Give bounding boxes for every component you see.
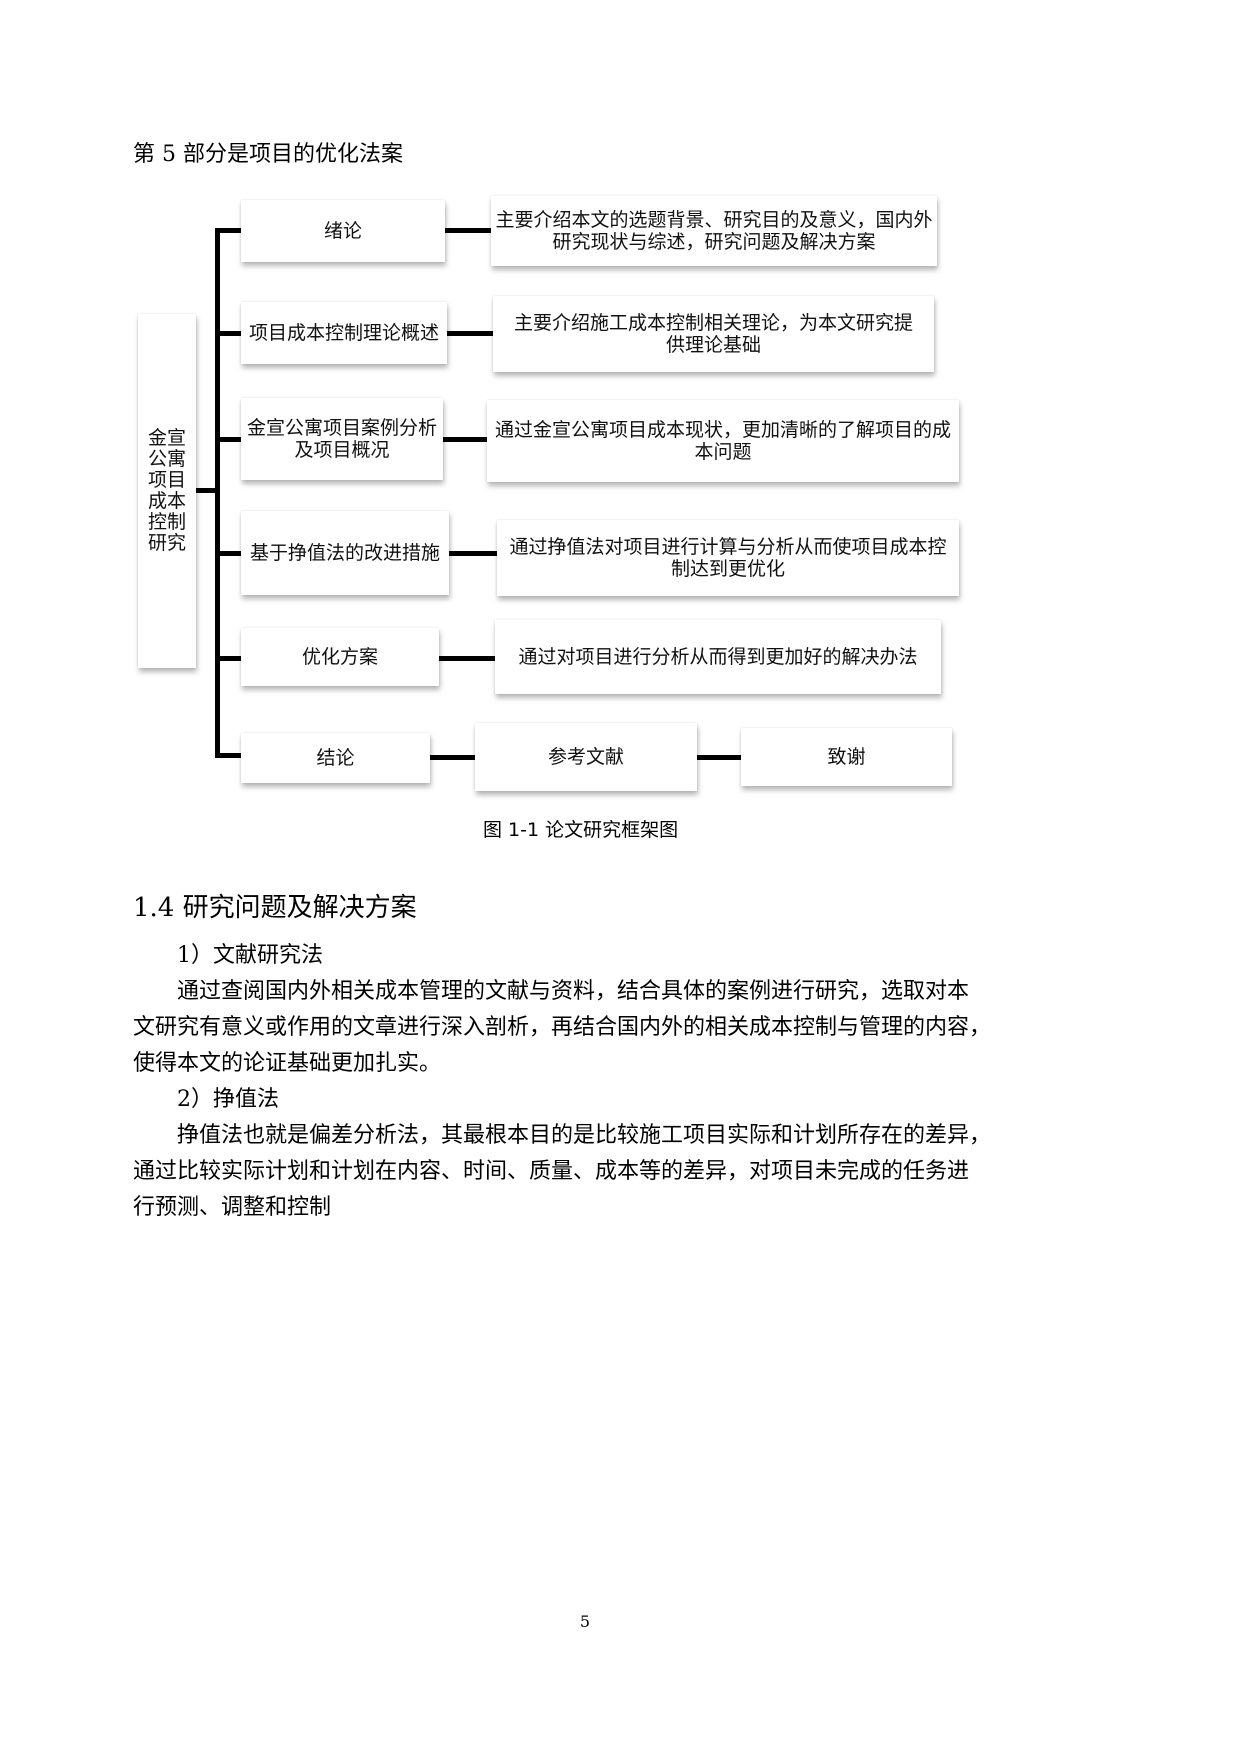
branch-connector: [215, 228, 241, 233]
final-label: 结论: [316, 747, 355, 769]
paragraph-line: 文研究有意义或作用的文章进行深入剖析，再结合国内外的相关成本控制与管理的内容，: [133, 1015, 992, 1040]
desc-text: 主要介绍本文的选题背景、研究目的及意义，国内外研究现状与综述，研究问题及解决方案: [495, 209, 933, 253]
paragraph-line: 通过查阅国内外相关成本管理的文献与资料，结合具体的案例进行研究，选取对本: [177, 979, 970, 1004]
branch-box-theory: 项目成本控制理论概述: [241, 302, 447, 364]
branch-box-case: 金宣公寓项目案例分析及项目概况: [241, 398, 443, 480]
root-box: 金宣公寓项目成本控制研究: [138, 314, 196, 668]
desc-text: 通过对项目进行分析从而得到更加好的解决办法: [518, 646, 918, 668]
final-box-acknowledgements: 致谢: [741, 728, 952, 786]
branch-connector: [215, 551, 241, 556]
desc-connector: [445, 228, 491, 233]
root-connector: [196, 488, 218, 493]
desc-connector: [449, 551, 497, 556]
branch-label: 金宣公寓项目案例分析及项目概况: [246, 417, 437, 461]
desc-box: 主要介绍施工成本控制相关理论，为本文研究提供理论基础: [493, 296, 934, 372]
branch-box-optimize: 优化方案: [241, 628, 439, 686]
branch-box-evm: 基于挣值法的改进措施: [241, 511, 449, 595]
desc-box: 通过对项目进行分析从而得到更加好的解决办法: [495, 620, 941, 694]
desc-box: 通过金宣公寓项目成本现状，更加清晰的了解项目的成本问题: [487, 400, 959, 482]
figure-caption: 图 1-1 论文研究框架图: [483, 819, 679, 841]
final-label: 致谢: [827, 746, 866, 768]
page-number: 5: [579, 1612, 591, 1631]
desc-box: 通过挣值法对项目进行计算与分析从而使项目成本控制达到更优化: [497, 520, 959, 596]
branch-box-intro: 绪论: [241, 200, 445, 262]
desc-connector: [447, 331, 493, 336]
paragraph-line: 通过比较实际计划和计划在内容、时间、质量、成本等的差异，对项目未完成的任务进: [133, 1159, 970, 1184]
branch-connector: [215, 437, 241, 442]
paragraph-line: 行预测、调整和控制: [133, 1195, 332, 1220]
branch-label: 绪论: [323, 220, 362, 242]
item-title: 1）文献研究法: [177, 943, 323, 968]
desc-text: 通过挣值法对项目进行计算与分析从而使项目成本控制达到更优化: [509, 536, 947, 580]
paragraph-line: 使得本文的论证基础更加扎实。: [133, 1051, 442, 1076]
desc-text: 主要介绍施工成本控制相关理论，为本文研究提供理论基础: [513, 312, 913, 356]
branch-label: 基于挣值法的改进措施: [249, 542, 440, 564]
branch-connector: [215, 331, 241, 336]
final-box-conclusion: 结论: [241, 733, 430, 783]
final-connector: [430, 755, 475, 760]
section-body: 1）文献研究法 通过查阅国内外相关成本管理的文献与资料，结合具体的案例进行研究，…: [133, 938, 1033, 1226]
paragraph-line: 挣值法也就是偏差分析法，其最根本目的是比较施工项目实际和计划所存在的差异，: [177, 1123, 992, 1148]
desc-text: 通过金宣公寓项目成本现状，更加清晰的了解项目的成本问题: [494, 419, 951, 463]
spine-line: [215, 228, 220, 757]
final-connector: [697, 755, 741, 760]
intro-line: 第 5 部分是项目的优化法案: [133, 142, 403, 167]
branch-label: 优化方案: [301, 646, 378, 668]
branch-label: 项目成本控制理论概述: [248, 322, 439, 344]
desc-connector: [439, 656, 495, 661]
desc-box: 主要介绍本文的选题背景、研究目的及意义，国内外研究现状与综述，研究问题及解决方案: [491, 196, 937, 266]
desc-connector: [443, 437, 487, 442]
section-heading: 1.4 研究问题及解决方案: [133, 893, 417, 923]
branch-connector: [215, 656, 241, 661]
final-label: 参考文献: [547, 746, 624, 768]
branch-connector: [215, 753, 241, 758]
root-label: 金宣公寓项目成本控制研究: [147, 427, 186, 554]
final-box-references: 参考文献: [475, 723, 697, 791]
item-title: 2）挣值法: [177, 1087, 279, 1112]
